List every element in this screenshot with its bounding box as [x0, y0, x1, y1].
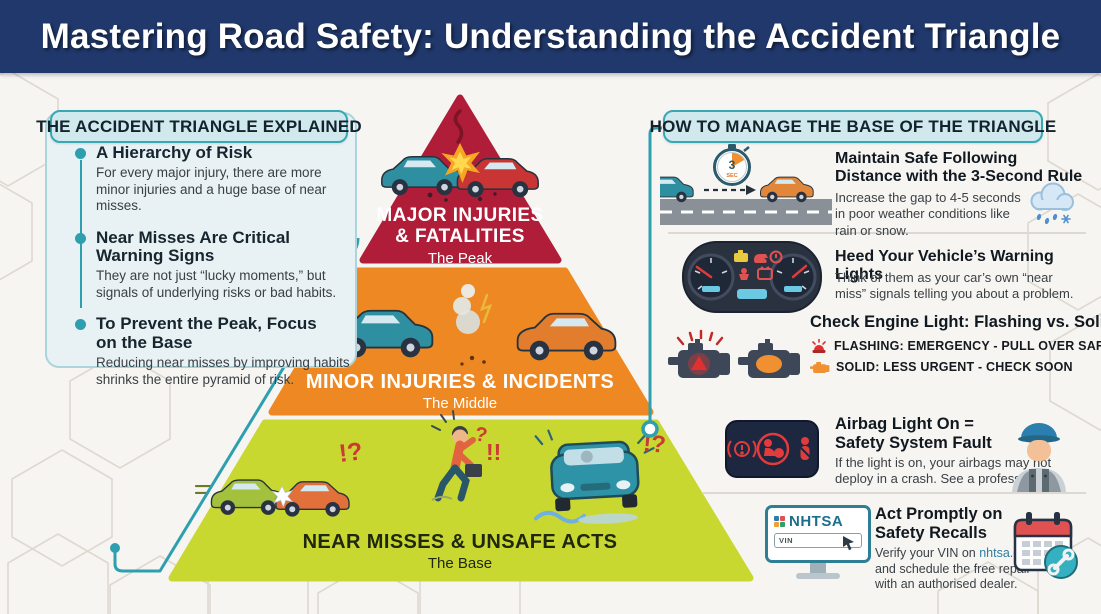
recall-calendar-wrench-icon — [1013, 512, 1078, 579]
vin-input-label: VIN — [779, 536, 794, 545]
recall-body-before: Verify your VIN on — [875, 546, 980, 560]
section-divider — [703, 492, 1086, 494]
title-bar: Mastering Road Safety: Understanding the… — [0, 0, 1101, 73]
tier-label-peak: MAJOR INJURIES & FATALITIES The Peak — [376, 205, 544, 267]
left-item-heading: To Prevent the Peak, Focus on the Base — [96, 314, 317, 352]
rain-snow-cloud-icon — [1030, 182, 1074, 225]
base-skid-car-illustration: !? — [533, 429, 667, 524]
nhtsa-brand-text: NHTSA — [789, 513, 844, 530]
vin-input[interactable]: VIN — [774, 533, 862, 551]
stopwatch-icon: 3 SEC — [713, 144, 751, 186]
left-panel-list: A Hierarchy of Risk For every major inju… — [66, 143, 350, 402]
recall-body-after: and schedule the free repair with an aut… — [875, 561, 1031, 592]
bullet-dot-icon — [75, 148, 86, 159]
tip-heading: Heed Your Vehicle’s Warning Lights — [835, 248, 1054, 284]
peak-crash-illustration — [381, 109, 539, 202]
warning-lights-icons — [734, 250, 783, 280]
list-item: Near Misses Are Critical Warning Signs T… — [66, 227, 350, 302]
right-panel-title-pill: HOW TO MANAGE THE BASE OF THE TRIANGLE — [650, 110, 1056, 143]
pedestrian-exclaim-mark: !! — [486, 439, 501, 465]
tip-body: Verify your VIN on nhtsa.gov and schedul… — [875, 546, 1043, 593]
tier-middle-title: MINOR INJURIES & INCIDENTS — [305, 371, 615, 393]
left-panel-title: THE ACCIDENT TRIANGLE EXPLAINED — [36, 116, 362, 136]
flashing-beacon-icon — [812, 338, 826, 353]
right-connector-dot — [641, 420, 659, 438]
nhtsa-logo-squares-icon — [774, 516, 785, 527]
monitor-stand — [810, 563, 826, 573]
tier-base-subtitle: The Base — [427, 555, 493, 573]
left-item-body: For every major injury, there are more m… — [96, 165, 327, 214]
left-item-body: Reducing near misses by improving habits… — [96, 355, 350, 387]
monitor-screen: NHTSA VIN — [765, 505, 871, 563]
tip-body: If the light is on, your airbags may not… — [835, 455, 1052, 487]
middle-crash-illustration — [333, 284, 617, 366]
solid-engine-mini-icon — [810, 362, 830, 373]
stopwatch-number: 3 — [729, 158, 736, 172]
tip-heading: Airbag Light On = Safety System Fault — [835, 415, 992, 452]
left-item-heading: Near Misses Are Critical Warning Signs — [96, 227, 291, 266]
base-nearmiss-cars-illustration: !? — [194, 437, 364, 518]
nhtsa-logo: NHTSA — [774, 513, 862, 530]
left-item-body: They are not just “lucky moments,” but s… — [96, 268, 337, 300]
base-pedestrian-illustration: ? !! — [431, 410, 501, 502]
tip-heading: Check Engine Light: Flashing vs. Solid — [810, 313, 1101, 331]
tier-base-title: NEAR MISSES & UNSAFE ACTS — [302, 531, 618, 553]
check-engine-solid-label: SOLID: LESS URGENT - CHECK SOON — [836, 360, 1073, 374]
right-panel-title: HOW TO MANAGE THE BASE OF THE TRIANGLE — [649, 116, 1057, 136]
section-divider — [668, 232, 1086, 234]
gauge-icon — [687, 253, 735, 301]
three-second-rule-icon: 3 SEC — [660, 144, 832, 225]
cursor-icon — [843, 536, 854, 551]
check-engine-flashing-label: FLASHING: EMERGENCY - PULL OVER SAFELY — [834, 339, 1101, 353]
pyramid-graphic: !? ? !! — [168, 94, 754, 582]
mechanic-icon — [1012, 423, 1066, 492]
list-item: To Prevent the Peak, Focus on the Base R… — [66, 315, 350, 388]
airbag-warning-panel-icon — [725, 420, 819, 478]
list-item: A Hierarchy of Risk For every major inju… — [66, 143, 350, 215]
nhtsa-monitor-icon: NHTSA VIN — [765, 505, 871, 585]
gauge-icon — [769, 253, 817, 301]
tier-middle-subtitle: The Middle — [422, 395, 498, 413]
bullet-dot-icon — [75, 319, 86, 331]
monitor-base — [796, 573, 840, 579]
tip-heading: Maintain Safe Following Distance with th… — [835, 150, 1083, 186]
base-crash-mark: !? — [337, 437, 364, 468]
left-connector-dot — [110, 543, 120, 553]
page-title: Mastering Road Safety: Understanding the… — [40, 16, 1061, 56]
tip-heading: Act Promptly on Safety Recalls — [875, 505, 1003, 542]
flashing-engine-icon — [668, 329, 730, 378]
left-panel-title-pill: THE ACCIDENT TRIANGLE EXPLAINED — [36, 110, 362, 143]
tier-label-middle: MINOR INJURIES & INCIDENTS The Middle — [300, 371, 620, 412]
dashboard-cluster-icon — [682, 241, 822, 313]
bullet-dot-icon — [75, 232, 86, 244]
stopwatch-unit: SEC — [726, 173, 737, 179]
solid-engine-icon — [738, 339, 800, 378]
tip-body: Increase the gap to 4-5 seconds in poor … — [835, 190, 1021, 238]
check-engine-flashing-row: FLASHING: EMERGENCY - PULL OVER SAFELY — [810, 337, 1101, 355]
tier-peak-subtitle: The Peak — [427, 249, 493, 267]
tip-body: Think of them as your car’s own “near mi… — [835, 270, 1074, 302]
left-item-heading: A Hierarchy of Risk — [96, 143, 253, 162]
check-engine-solid-row: SOLID: LESS URGENT - CHECK SOON — [810, 359, 1073, 375]
pedestrian-question-mark: ? — [473, 423, 489, 447]
tier-label-base: NEAR MISSES & UNSAFE ACTS The Base — [290, 531, 630, 572]
tier-peak-title: MAJOR INJURIES & FATALITIES — [376, 205, 544, 248]
